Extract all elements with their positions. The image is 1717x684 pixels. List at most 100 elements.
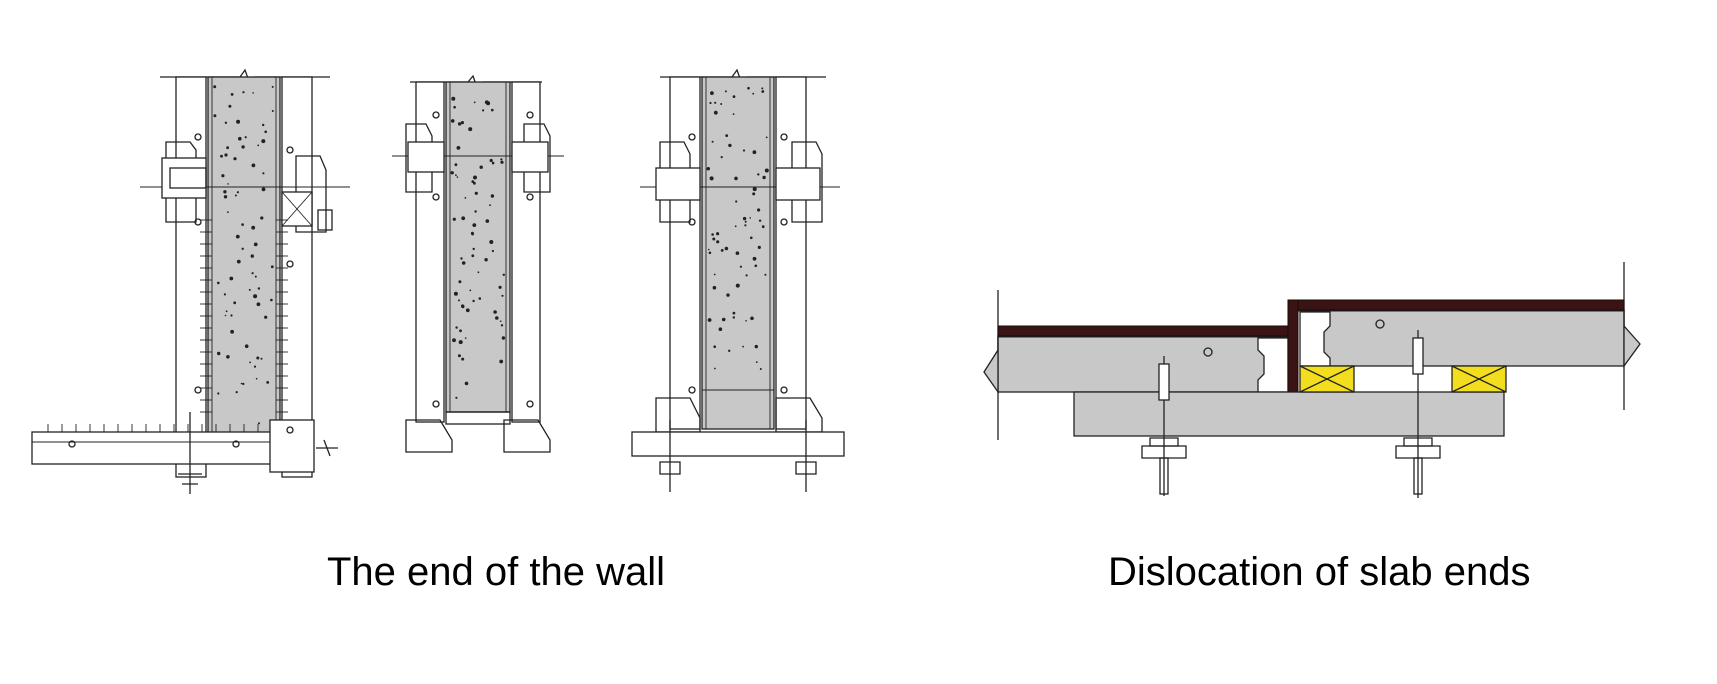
aggregate-dot — [759, 368, 762, 370]
aggregate-dot — [499, 320, 502, 323]
aggregate-dot — [714, 367, 716, 370]
aggregate-dot — [469, 289, 472, 292]
aggregate-dot — [709, 101, 712, 105]
aggregate-dot — [257, 287, 261, 290]
aggregate-dot — [264, 315, 268, 319]
aggregate-dot — [713, 273, 716, 276]
aggregate-dot — [725, 134, 729, 138]
aggregate-dot — [489, 204, 491, 207]
aggregate-dot — [233, 157, 237, 161]
aggregate-dot — [461, 261, 466, 265]
aggregate-dot — [754, 344, 758, 349]
aggregate-dot — [761, 90, 765, 93]
aggregate-dot — [501, 294, 504, 297]
aggregate-dot — [453, 105, 456, 109]
aggregate-dot — [230, 93, 234, 96]
aggregate-dot — [757, 173, 760, 176]
aggregate-dot — [491, 108, 494, 112]
aggregate-dot — [452, 217, 456, 221]
aggregate-dot — [455, 326, 458, 329]
aggregate-dot — [752, 256, 757, 261]
aggregate-dot — [750, 236, 753, 240]
aggregate-dot — [241, 247, 244, 250]
aggregate-dot — [761, 87, 764, 90]
aggregate-dot — [755, 361, 758, 363]
caption-wall-end: The end of the wall — [327, 550, 665, 594]
aggregate-dot — [754, 264, 758, 268]
caption-slab-dislocation: Dislocation of slab ends — [1108, 550, 1531, 594]
aggregate-dot — [720, 103, 723, 105]
aggregate-dot — [745, 274, 748, 277]
aggregate-dot — [244, 344, 249, 349]
aggregate-dot — [500, 158, 503, 161]
aggregate-dot — [502, 273, 505, 276]
wall-end-section-2 — [392, 74, 564, 453]
aggregate-dot — [716, 240, 720, 244]
aggregate-dot — [473, 101, 476, 104]
aggregate-dot — [477, 271, 480, 274]
aggregate-dot — [261, 187, 266, 192]
aggregate-dot — [711, 140, 714, 143]
aggregate-dot — [489, 158, 493, 163]
aggregate-dot — [455, 396, 458, 399]
aggregate-dot — [258, 422, 260, 425]
aggregate-dot — [454, 163, 458, 167]
aggregate-dot — [498, 285, 502, 289]
aggregate-dot — [491, 161, 495, 165]
aggregate-dot — [479, 165, 483, 169]
aggregate-dot — [461, 357, 465, 361]
aggregate-dot — [749, 217, 751, 219]
aggregate-dot — [260, 357, 263, 360]
aggregate-dot — [471, 232, 474, 236]
aggregate-dot — [257, 144, 260, 147]
aggregate-dot — [457, 354, 461, 358]
aggregate-dot — [713, 110, 718, 115]
aggregate-dot — [223, 293, 226, 296]
aggregate-dot — [240, 382, 243, 385]
aggregate-dot — [716, 232, 720, 236]
aggregate-dot — [460, 257, 463, 260]
aggregate-dot — [251, 225, 256, 230]
aggregate-dot — [251, 163, 256, 168]
aggregate-dot — [226, 355, 230, 359]
aggregate-dot — [732, 316, 735, 319]
aggregate-dot — [464, 337, 467, 339]
aggregate-dot — [234, 194, 237, 197]
aggregate-dot — [468, 127, 473, 132]
aggregate-dot — [227, 211, 229, 214]
aggregate-dot — [709, 176, 714, 181]
aggregate-dot — [711, 233, 714, 236]
aggregate-dot — [720, 249, 724, 252]
aggregate-dot — [253, 242, 258, 247]
aggregate-dot — [752, 192, 756, 196]
aggregate-dot — [217, 281, 220, 285]
aggregate-dot — [752, 187, 757, 192]
aggregate-dot — [213, 114, 217, 118]
aggregate-dot — [728, 349, 731, 352]
aggregate-dot — [757, 208, 761, 212]
aggregate-dot — [765, 136, 768, 139]
aggregate-dot — [270, 298, 273, 302]
aggregate-dot — [471, 180, 475, 184]
aggregate-dot — [256, 356, 260, 360]
aggregate-dot — [256, 302, 261, 307]
aggregate-dot — [747, 86, 750, 90]
aggregate-dot — [706, 167, 710, 171]
aggregate-dot — [708, 248, 710, 251]
aggregate-dot — [235, 234, 240, 239]
aggregate-dot — [242, 91, 245, 94]
wall-end-section-3 — [631, 68, 845, 492]
aggregate-dot — [453, 291, 458, 296]
aggregate-dot — [461, 304, 465, 308]
aggregate-dot — [224, 153, 228, 157]
aggregate-dot — [220, 154, 223, 158]
aggregate-dot — [241, 145, 245, 149]
aggregate-dot — [253, 365, 257, 368]
aggregate-dot — [252, 92, 254, 94]
aggregate-dot — [456, 146, 461, 150]
aggregate-dot — [500, 324, 504, 327]
aggregate-dot — [255, 377, 258, 380]
aggregate-dot — [217, 392, 220, 395]
aggregate-dot — [450, 171, 454, 175]
aggregate-dot — [758, 219, 762, 222]
